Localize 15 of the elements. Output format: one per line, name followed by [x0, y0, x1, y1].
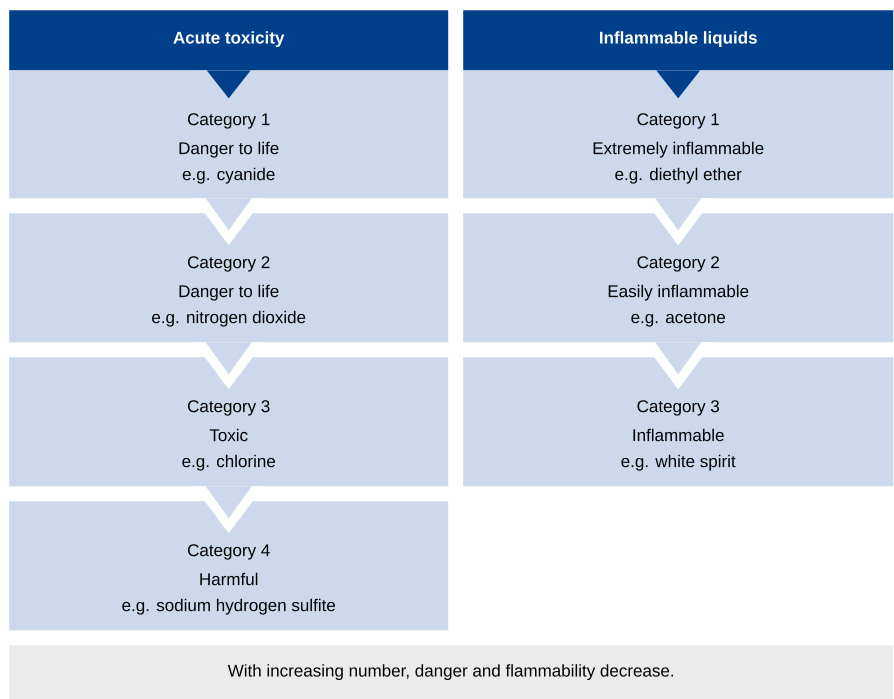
chevron-arrow: [643, 342, 714, 390]
category-box: Category 1 Danger to life e.g. cyanide: [9, 70, 448, 198]
category-box: Category 2 Easily inflammable e.g. acetone: [463, 213, 894, 342]
chevron-arrow: [194, 342, 264, 390]
category-box: Category 3 Inflammable e.g. white spirit: [463, 357, 894, 486]
category-box: Category 4 Harmful e.g. sodium hydrogen sulfite: [9, 501, 448, 630]
chevron-arrow: [194, 486, 264, 534]
chevron-arrow: [206, 70, 251, 98]
chevron-arrow: [643, 198, 714, 246]
category-box: Category 3 Toxic e.g. chlorine: [9, 357, 448, 486]
chevron-arrow: [656, 70, 700, 98]
category-box: Category 1 Extremely inflammable e.g. diethyl ether: [463, 70, 894, 198]
category-box: Category 2 Danger to life e.g. nitrogen dioxide: [9, 213, 448, 342]
chevron-arrow: [194, 198, 264, 246]
note-box: With increasing number, danger and flammability decrease.: [9, 645, 894, 699]
